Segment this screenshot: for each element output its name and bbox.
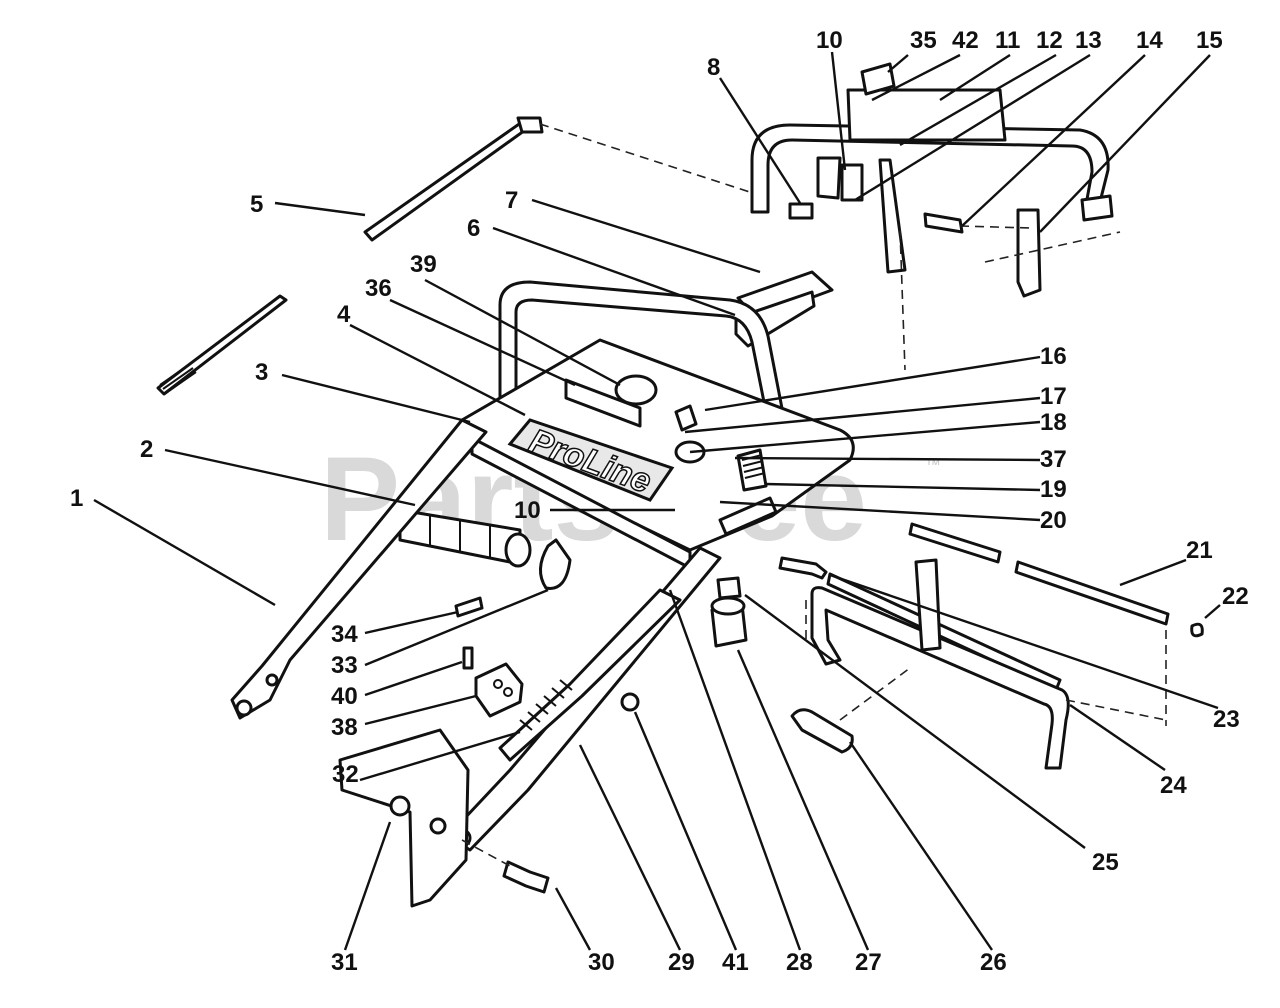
handle-arm-part-28	[446, 546, 722, 852]
callout-7: 7	[505, 187, 518, 214]
dash-frame	[805, 600, 1167, 726]
callout-6: 6	[467, 215, 480, 242]
bolt-part-30	[502, 860, 550, 894]
leader-lines	[93, 51, 1221, 951]
callout-39: 39	[410, 251, 437, 278]
callout-20: 20	[1040, 507, 1067, 534]
clamp-part-33	[539, 538, 572, 590]
bracket-part-31	[338, 728, 470, 908]
dash-line	[839, 667, 911, 721]
callout-12: 12	[1036, 27, 1063, 54]
callout-42: 42	[952, 27, 979, 54]
callout-21: 21	[1186, 537, 1213, 564]
callout-33: 33	[331, 652, 358, 679]
grip-part-26	[790, 708, 854, 754]
callout-13: 13	[1075, 27, 1102, 54]
nut-part-41	[620, 692, 640, 712]
control-panel: ProLine	[460, 338, 855, 570]
callout-10-panel: 10	[514, 497, 541, 524]
callout-22: 22	[1222, 583, 1249, 610]
dash-line	[959, 225, 1031, 229]
callout-1: 1	[70, 485, 83, 512]
callout-41: 41	[722, 949, 749, 976]
callout-24: 24	[1160, 772, 1187, 799]
callout-23: 23	[1213, 706, 1240, 733]
callout-5: 5	[250, 191, 263, 218]
dash-line	[539, 123, 763, 197]
upper-handle-assembly	[750, 62, 1114, 298]
dash-line	[984, 231, 1121, 263]
screw-part-34	[454, 596, 484, 618]
callout-40: 40	[331, 683, 358, 710]
callout-4: 4	[337, 301, 351, 328]
clip-part-22	[1190, 622, 1204, 638]
callout-labels: 1 2 3 4 5 6 7 8 10 10 11 12 13 14 15 16 …	[70, 27, 1249, 976]
callout-34: 34	[331, 621, 358, 648]
callout-2: 2	[140, 436, 153, 463]
callout-14: 14	[1136, 27, 1163, 54]
callout-26: 26	[980, 949, 1007, 976]
callout-36: 36	[365, 275, 392, 302]
callout-15: 15	[1196, 27, 1223, 54]
callout-10-top: 10	[816, 27, 843, 54]
dash-line	[461, 839, 511, 867]
callout-3: 3	[255, 359, 268, 386]
dash-line	[1065, 699, 1167, 721]
callout-11: 11	[995, 27, 1020, 54]
callout-35: 35	[910, 27, 937, 54]
callout-31: 31	[331, 949, 358, 976]
callout-19: 19	[1040, 476, 1067, 503]
callout-30: 30	[588, 949, 615, 976]
callout-25: 25	[1092, 849, 1119, 876]
threaded-rod	[156, 294, 288, 396]
callout-37: 37	[1040, 446, 1067, 473]
callout-8: 8	[707, 54, 720, 81]
dash-line	[899, 229, 906, 371]
callout-17: 17	[1040, 383, 1067, 410]
cylinder-part-2	[398, 508, 532, 568]
bail-part-24	[810, 558, 1070, 770]
switch-part-27	[710, 576, 748, 648]
callout-18: 18	[1040, 409, 1067, 436]
screw-part-40	[462, 646, 474, 670]
callout-28: 28	[786, 949, 813, 976]
callout-29: 29	[668, 949, 695, 976]
rod-part-5	[363, 116, 544, 242]
callout-27: 27	[855, 949, 882, 976]
watermark-trademark: ™	[925, 457, 941, 474]
connector-part-38	[474, 662, 524, 718]
handle-arm-part-1	[230, 418, 488, 720]
callout-16: 16	[1040, 343, 1067, 370]
callout-38: 38	[331, 714, 358, 741]
rod-part-21	[908, 522, 1170, 626]
callout-32: 32	[332, 761, 359, 788]
